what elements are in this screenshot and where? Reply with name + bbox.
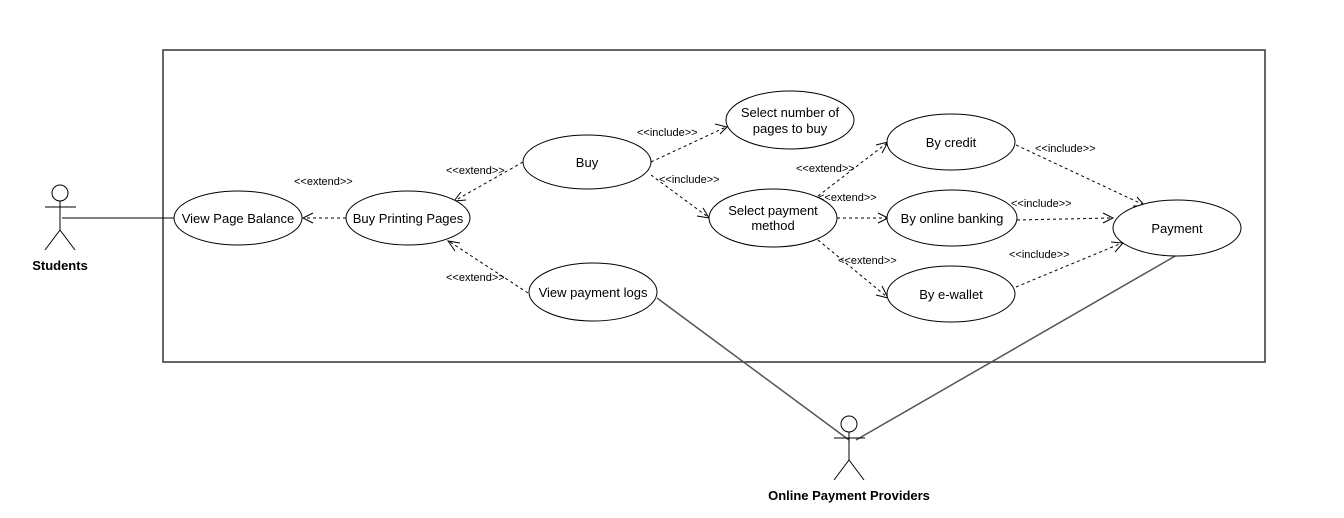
include-banking-payment-arrow [1102, 212, 1115, 224]
use-case-by-credit[interactable]: By credit [886, 113, 1016, 171]
label-include-banking-payment: <<include>> [1011, 198, 1072, 210]
label-extend-logs: <<extend>> [446, 272, 505, 284]
extend-ewallet-line [817, 239, 888, 298]
label-extend-banking: <<extend>> [818, 192, 877, 204]
use-case-label: Payment [1151, 221, 1203, 236]
actor-label: Students [32, 258, 88, 273]
use-case-label: By e-wallet [919, 287, 983, 302]
label-extend-credit: <<extend>> [796, 163, 855, 175]
extend-logs-line [449, 241, 529, 294]
use-case-by-online-banking[interactable]: By online banking [886, 189, 1018, 247]
extend-logs-arrow [446, 240, 461, 252]
include-ewallet-payment-line [1015, 242, 1123, 288]
label-extend-balance: <<extend>> [294, 176, 353, 188]
use-case-buy-printing-pages[interactable]: Buy Printing Pages [345, 190, 471, 246]
use-case-label-line1: Select number of [741, 105, 840, 120]
use-case-label-line2: method [751, 218, 794, 233]
actor-students[interactable]: Students [32, 184, 88, 273]
actor-online-payment-providers[interactable]: Online Payment Providers [768, 415, 930, 503]
use-case-label: By online banking [901, 211, 1004, 226]
use-case-label-line2: pages to buy [753, 121, 828, 136]
use-case-payment[interactable]: Payment [1112, 199, 1242, 257]
include-select-payment-arrow [696, 207, 710, 219]
use-case-label: Buy [576, 155, 599, 170]
include-banking-payment-line [1016, 217, 1113, 221]
extend-balance-arrow [301, 212, 314, 224]
use-case-label: Buy Printing Pages [353, 211, 464, 226]
label-include-select-number: <<include>> [637, 127, 698, 139]
extend-buy-line [455, 161, 524, 201]
extend-credit-line [817, 142, 888, 197]
include-select-number-line [650, 126, 727, 163]
label-include-select-payment: <<include>> [659, 174, 720, 186]
label-extend-buy: <<extend>> [446, 165, 505, 177]
providers-association-payment [855, 254, 1178, 441]
extend-buy-arrow [452, 191, 467, 202]
system-boundary [162, 49, 1266, 363]
use-case-label: By credit [926, 135, 977, 150]
stick-figure-icon [833, 415, 865, 481]
use-case-select-number-of-pages[interactable]: Select number of pages to buy [725, 90, 855, 150]
use-case-by-ewallet[interactable]: By e-wallet [886, 265, 1016, 323]
use-case-view-payment-logs[interactable]: View payment logs [528, 262, 658, 322]
use-case-label: View payment logs [539, 285, 648, 300]
stick-figure-icon [44, 184, 76, 251]
use-case-label-line1: Select payment [728, 203, 818, 218]
use-case-select-payment-method[interactable]: Select payment method [708, 188, 838, 248]
use-case-label: View Page Balance [182, 211, 295, 226]
use-case-buy[interactable]: Buy [522, 134, 652, 190]
extend-ewallet-arrow [875, 285, 889, 299]
label-extend-ewallet: <<extend>> [838, 255, 897, 267]
actor-label: Online Payment Providers [768, 488, 930, 503]
label-include-ewallet-payment: <<include>> [1009, 249, 1070, 261]
include-select-number-arrow [714, 123, 728, 135]
label-include-credit-payment: <<include>> [1035, 143, 1096, 155]
providers-association-logs [656, 297, 850, 441]
use-case-view-page-balance[interactable]: View Page Balance [173, 190, 303, 246]
